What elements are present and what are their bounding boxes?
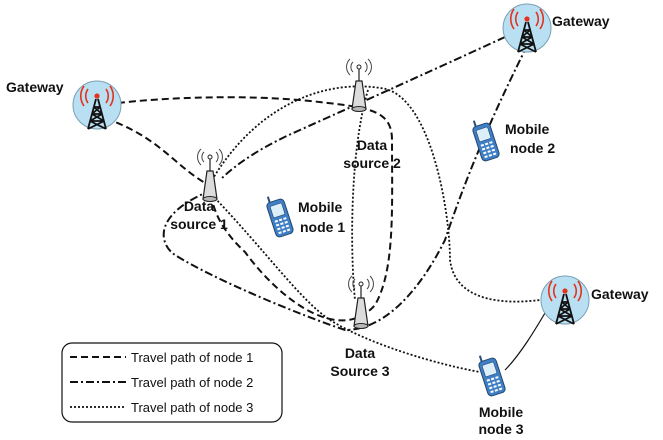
- gateway-top-right-label: Gateway: [552, 13, 610, 29]
- data-source-2-label-line1: Data: [357, 137, 388, 153]
- legend-label-node-3: Travel path of node 3: [131, 400, 253, 415]
- mobile-node-2-label-line1: Mobile: [505, 121, 550, 137]
- gateway-left-label: Gateway: [6, 79, 64, 95]
- mobile-node-3-icon: [475, 350, 508, 398]
- mobile-node-3-label-line2: node 3: [478, 421, 523, 437]
- mobile-node-1-label-line2: node 1: [300, 219, 345, 235]
- travel-path-node-3c: [351, 89, 369, 301]
- gateway-right-label: Gateway: [591, 286, 649, 302]
- gateway-top-right-icon: [502, 3, 552, 53]
- legend-box: [61, 342, 283, 423]
- travel-path-node-3b: [211, 194, 481, 373]
- gateway-right-icon: [540, 275, 590, 325]
- gateway-left-icon: [72, 80, 122, 130]
- legend-label-node-2: Travel path of node 2: [131, 375, 253, 390]
- mobile-node-2-label-line2: node 2: [510, 140, 555, 156]
- data-source-3-icon: [347, 275, 375, 330]
- data-source-3-label-line2: Source 3: [330, 363, 389, 379]
- travel-path-node-3a: [211, 85, 541, 303]
- legend-label-node-1: Travel path of node 1: [131, 350, 253, 365]
- data-source-3-label-line1: Data: [345, 345, 376, 361]
- data-source-1-label-line1: Data: [184, 198, 215, 214]
- travel-path-node-1: [114, 96, 394, 322]
- mobile-node-3-label-line1: Mobile: [479, 404, 524, 420]
- mobile-node-1-label-line1: Mobile: [298, 199, 343, 215]
- data-source-2-icon: [345, 58, 373, 113]
- data-source-1-label-line2: source 1: [170, 216, 228, 232]
- data-source-2-label-line2: source 2: [343, 155, 401, 171]
- mobile-node-2-icon: [469, 115, 502, 163]
- legend: Travel path of node 1 Travel path of nod…: [61, 342, 283, 423]
- mobile-node-1-icon: [263, 191, 296, 239]
- travel-path-node-2b: [162, 49, 526, 332]
- mobile-node-3-uplink: [504, 307, 549, 371]
- travel-path-node-2a: [219, 36, 506, 181]
